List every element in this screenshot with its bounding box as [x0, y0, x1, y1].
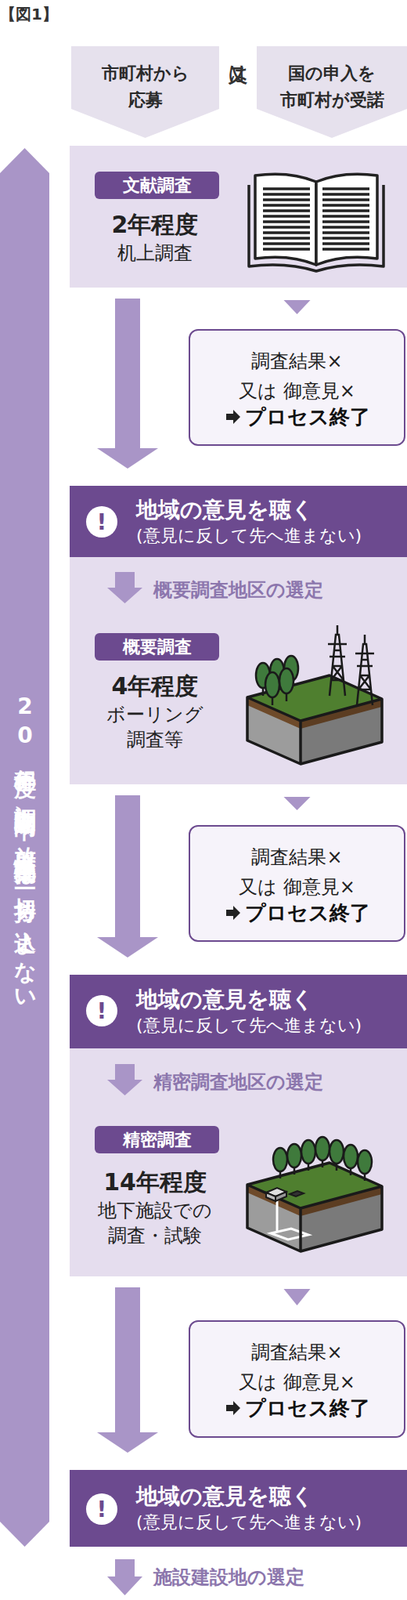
- period-band: 20年程度の調査期間中、放射性廃棄物は一切持ち込まない: [0, 147, 50, 1546]
- hearing-note: (意見に反して先へ進まない): [136, 1509, 407, 1533]
- hearing-bar: 地域の意見を聴く(意見に反して先へ進まない): [69, 973, 407, 1048]
- flow-connector: [97, 1285, 159, 1452]
- arrow-icon: [224, 407, 242, 426]
- flow-connector: [97, 794, 159, 957]
- duration-text: 14年程度: [80, 1165, 230, 1197]
- condition-text: 調査結果× 又は 御意見×: [234, 345, 361, 406]
- selection-label: 精密調査地区の選定: [153, 1066, 397, 1095]
- flow-connector: [284, 1287, 311, 1304]
- chevron-outline-shape: [256, 46, 407, 138]
- hearing-title: 地域の意見を聴く: [136, 984, 407, 1013]
- flow-connector: [284, 299, 311, 314]
- hearing-bar: 地域の意見を聴く(意見に反して先へ進まない): [69, 485, 407, 557]
- band-outline-shape: [0, 147, 50, 1546]
- panel-text-column: 14年程度地下施設での 調査・試験: [80, 1165, 230, 1247]
- stage-name: 精密調査: [122, 1127, 192, 1151]
- method-text: ボーリング 調査等: [80, 701, 230, 752]
- arrow-icon: [224, 1397, 242, 1416]
- hearing-note: (意見に反して先へ進まない): [136, 1012, 407, 1037]
- figure-number: 【図1】: [0, 3, 71, 26]
- stage-tag: 精密調査: [94, 1124, 220, 1153]
- hearing-title: 地域の意見を聴く: [136, 1480, 407, 1510]
- selection-label: 施設建設地の選定: [153, 1561, 397, 1590]
- end-box: 調査結果× 又は 御意見×プロセス終了: [188, 824, 406, 941]
- end-text: プロセス終了: [244, 1392, 371, 1421]
- stage-name: 概要調査: [122, 634, 192, 659]
- hearing-bar: 地域の意見を聴く(意見に反して先へ進まない): [69, 1468, 407, 1546]
- chevron-outline-shape: [71, 46, 220, 138]
- alert-mark: !: [86, 1491, 118, 1524]
- duration-text: 2年程度: [80, 208, 230, 241]
- hearing-note: (意見に反して先へ進まない): [136, 523, 407, 548]
- band-text: 20年程度の調査期間中、放射性廃棄物は一切持ち込まない: [10, 692, 40, 1002]
- end-box: 調査結果× 又は 御意見×プロセス終了: [188, 1318, 406, 1437]
- hearing-title: 地域の意見を聴く: [136, 495, 407, 524]
- selection-label: 概要調査地区の選定: [153, 575, 397, 604]
- entry-text: 市町村から 応募: [90, 60, 201, 114]
- arrow-icon-shape: [226, 904, 241, 919]
- stage-tag: 文献調査: [94, 171, 220, 199]
- end-box: 調査結果× 又は 御意見×プロセス終了: [188, 328, 406, 446]
- condition-text: 調査結果× 又は 御意見×: [234, 841, 361, 901]
- stage-panel: 2年程度机上調査 文献調査: [69, 145, 407, 288]
- end-row: プロセス終了: [190, 1392, 404, 1421]
- flow-connector: [97, 298, 159, 469]
- method-text: 地下施設での 調査・試験: [80, 1196, 230, 1247]
- end-row: プロセス終了: [190, 897, 404, 926]
- panel-text-column: 2年程度机上調査: [80, 208, 230, 266]
- entry-arrow-box: 国の申入を 市町村が受諾: [256, 46, 407, 138]
- condition-text: 調査結果× 又は 御意見×: [234, 1336, 361, 1396]
- end-text: プロセス終了: [244, 897, 371, 926]
- alert-mark: !: [86, 505, 118, 537]
- panel-text-column: 4年程度ボーリング 調査等: [80, 669, 230, 752]
- end-text: プロセス終了: [244, 402, 371, 431]
- arrow-icon: [224, 903, 242, 921]
- entry-arrow-box: 市町村から 応募: [71, 46, 220, 138]
- method-text: 机上調査: [80, 240, 230, 266]
- or-label: 又は: [226, 51, 249, 101]
- band-text-wrap: 20年程度の調査期間中、放射性廃棄物は一切持ち込まない: [0, 147, 50, 1546]
- stage-tag: 概要調査: [94, 632, 220, 660]
- flow-connector: [284, 795, 311, 810]
- duration-text: 4年程度: [80, 669, 230, 702]
- arrow-icon-shape: [226, 409, 241, 424]
- arrow-icon-shape: [226, 1399, 241, 1414]
- entry-text: 国の申入を 市町村が受諾: [277, 60, 387, 114]
- alert-mark: !: [86, 994, 118, 1026]
- stage-name: 文献調査: [122, 173, 192, 198]
- end-row: プロセス終了: [190, 402, 404, 431]
